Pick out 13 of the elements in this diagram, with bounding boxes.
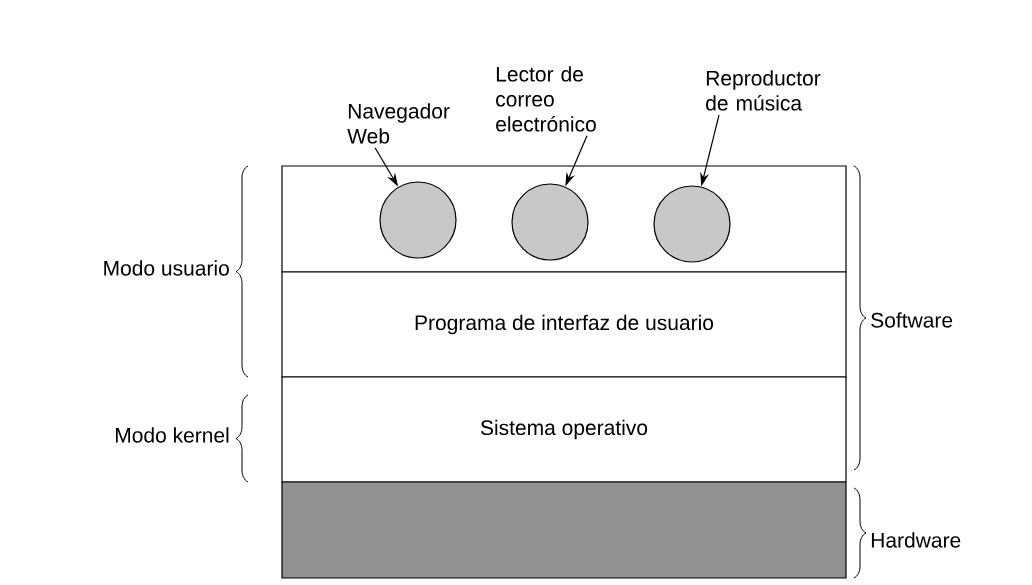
application-label: Reproductor de música — [706, 70, 821, 111]
layer-box: Sistema operativo — [281, 376, 847, 483]
application-circle — [653, 185, 731, 263]
brace-label: Hardware — [871, 532, 961, 548]
brace-label: Software — [871, 312, 953, 328]
application-label: Lector de correo electrónico — [496, 66, 596, 132]
application-circle — [511, 183, 589, 261]
layer-box: Programa de interfaz de usuario — [281, 271, 847, 378]
brace-label: Modo kernel — [115, 427, 229, 443]
application-circle — [379, 181, 457, 259]
application-label: Navegador Web — [347, 103, 450, 144]
brace-label: Modo usuario — [104, 260, 229, 276]
hardware-layer — [281, 481, 847, 579]
